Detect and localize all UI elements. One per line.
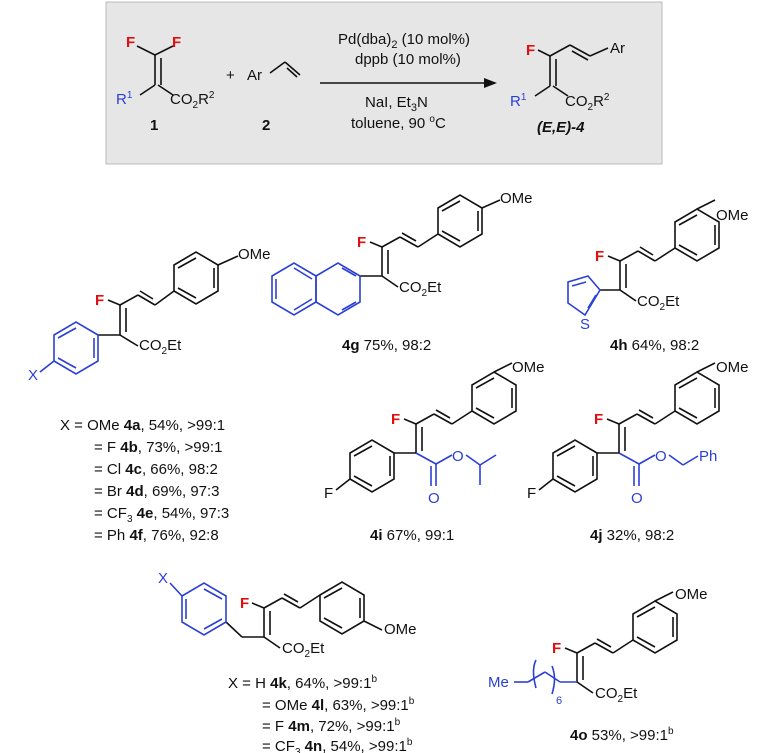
ester-group: CO2Et bbox=[282, 640, 325, 660]
ester-group: CO2R2 bbox=[170, 90, 215, 111]
benzene-ring bbox=[471, 371, 517, 425]
aryl-group: Ar bbox=[610, 40, 625, 57]
methoxy-group: OMe bbox=[384, 621, 417, 638]
repeat-bracket bbox=[532, 659, 537, 689]
aryl-group: Ar bbox=[247, 67, 262, 84]
methoxy-group: OMe bbox=[716, 207, 749, 224]
fluorine-atom: F bbox=[357, 234, 366, 251]
compound-result-4o: 4o 53%, >99:1b bbox=[570, 726, 674, 744]
benzene-ring bbox=[674, 371, 720, 425]
entry-4a: X = OMe 4a, 54%, >99:1 bbox=[60, 417, 225, 434]
compound-4a-4f: OMe F CO2Et X bbox=[28, 246, 271, 384]
arrow-head bbox=[484, 78, 497, 88]
compound-result-4g: 4g 75%, 98:2 bbox=[342, 337, 431, 354]
compound-4h: OMe F CO2Et S 4h 64%, 98:2 bbox=[567, 199, 749, 354]
benzene-ring bbox=[173, 251, 219, 305]
ligand-text: dppb (10 mol%) bbox=[355, 51, 461, 68]
benzene-ring bbox=[674, 208, 720, 262]
ester-group: CO2Et bbox=[139, 337, 182, 357]
fluorine-atom: F bbox=[527, 485, 536, 502]
methoxy-group: OMe bbox=[675, 586, 708, 603]
additive-text: NaI, Et3N bbox=[365, 94, 428, 114]
benzene-ring bbox=[552, 439, 598, 493]
catalyst-text: Pd(dba)2 (10 mol%) bbox=[338, 31, 470, 51]
entry-4m: = F 4m, 72%, >99:1b bbox=[262, 717, 401, 735]
plus-sign: + bbox=[226, 67, 235, 84]
benzene-ring bbox=[437, 194, 483, 248]
compound-4i: OMe F O O F 4i 67%, 99:1 bbox=[324, 359, 545, 544]
methoxy-group: OMe bbox=[238, 246, 271, 263]
compound-4j: OMe F O O Ph F 4j 32%, 98:2 bbox=[527, 359, 749, 544]
substituent-x: X bbox=[28, 367, 38, 384]
aryl-ring-variable bbox=[53, 321, 99, 375]
reactant-2: Ar 2 bbox=[247, 61, 301, 134]
compound-label-1: 1 bbox=[150, 117, 158, 134]
ester-group: CO2R2 bbox=[565, 92, 610, 113]
methyl-group: Me bbox=[488, 674, 509, 691]
fluorine-atom: F bbox=[324, 485, 333, 502]
sulfur-atom: S bbox=[580, 316, 590, 333]
compound-4k-4n: OMe F CO2Et X bbox=[158, 570, 417, 660]
r1-group: R1 bbox=[510, 92, 527, 110]
naphthalene-ring bbox=[271, 262, 317, 316]
substituent-x: X bbox=[158, 570, 168, 587]
reactant-1: F F R1 CO2R2 1 bbox=[116, 34, 215, 134]
carbonyl-oxygen: O bbox=[631, 490, 643, 507]
repeat-bracket bbox=[551, 665, 556, 695]
fluorine-atom: F bbox=[240, 595, 249, 612]
benzene-ring bbox=[632, 600, 678, 654]
fluorine-atom: F bbox=[391, 411, 400, 428]
compound-4o: OMe F CO2Et 6 Me 4o 53%, >99:1b bbox=[488, 586, 708, 744]
entry-4d: = Br 4d, 69%, 97:3 bbox=[94, 483, 220, 500]
yield-list-4k-4n: X = H 4k, 64%, >99:1b = OMe 4l, 63%, >99… bbox=[228, 674, 415, 753]
naphthalene-ring bbox=[315, 262, 361, 316]
methoxy-group: OMe bbox=[512, 359, 545, 376]
methoxy-group: OMe bbox=[500, 190, 533, 207]
entry-4b: = F 4b, 73%, >99:1 bbox=[94, 439, 222, 456]
fluorine-atom: F bbox=[595, 248, 604, 265]
ester-group: CO2Et bbox=[399, 279, 442, 299]
entry-4c: = Cl 4c, 66%, 98:2 bbox=[94, 461, 218, 478]
compound-result-4i: 4i 67%, 99:1 bbox=[370, 527, 454, 544]
fluorine-atom: F bbox=[126, 34, 135, 51]
entry-4k: X = H 4k, 64%, >99:1b bbox=[228, 674, 377, 692]
ester-oxygen: O bbox=[655, 448, 667, 465]
fluorine-atom: F bbox=[594, 411, 603, 428]
methoxy-group: OMe bbox=[716, 359, 749, 376]
yield-list-4a-4f: X = OMe 4a, 54%, >99:1 = F 4b, 73%, >99:… bbox=[60, 417, 229, 544]
compound-result-4j: 4j 32%, 98:2 bbox=[590, 527, 674, 544]
compound-label-2: 2 bbox=[262, 117, 270, 134]
solvent-temperature-text: toluene, 90 oC bbox=[351, 114, 446, 132]
product-4: F Ar R1 CO2R2 (E,E)-4 bbox=[510, 40, 625, 136]
benzene-ring bbox=[349, 439, 395, 493]
compound-label-4: (E,E)-4 bbox=[537, 119, 585, 136]
r1-group: R1 bbox=[116, 90, 133, 108]
benzene-ring bbox=[319, 581, 365, 635]
entry-4e: = CF3 4e, 54%, 97:3 bbox=[94, 505, 229, 525]
carbonyl-oxygen: O bbox=[428, 490, 440, 507]
phenyl-group: Ph bbox=[699, 448, 717, 465]
ester-group: CO2Et bbox=[595, 685, 638, 705]
fluorine-atom: F bbox=[552, 640, 561, 657]
aryl-ring-variable bbox=[181, 582, 227, 636]
compound-4g: OMe F CO2Et 4g 75%, 98:2 bbox=[271, 190, 533, 354]
entry-4n: = CF3 4n, 54%, >99:1b bbox=[262, 737, 413, 753]
compound-result-4h: 4h 64%, 98:2 bbox=[610, 337, 699, 354]
thiophene-ring bbox=[567, 275, 601, 317]
fluorine-atom: F bbox=[172, 34, 181, 51]
repeat-count: 6 bbox=[556, 695, 562, 707]
fluorine-atom: F bbox=[526, 42, 535, 59]
entry-4f: = Ph 4f, 76%, 92:8 bbox=[94, 527, 219, 544]
fluorine-atom: F bbox=[95, 292, 104, 309]
ester-group: CO2Et bbox=[637, 293, 680, 313]
ester-oxygen: O bbox=[452, 448, 464, 465]
entry-4l: = OMe 4l, 63%, >99:1b bbox=[262, 696, 415, 714]
